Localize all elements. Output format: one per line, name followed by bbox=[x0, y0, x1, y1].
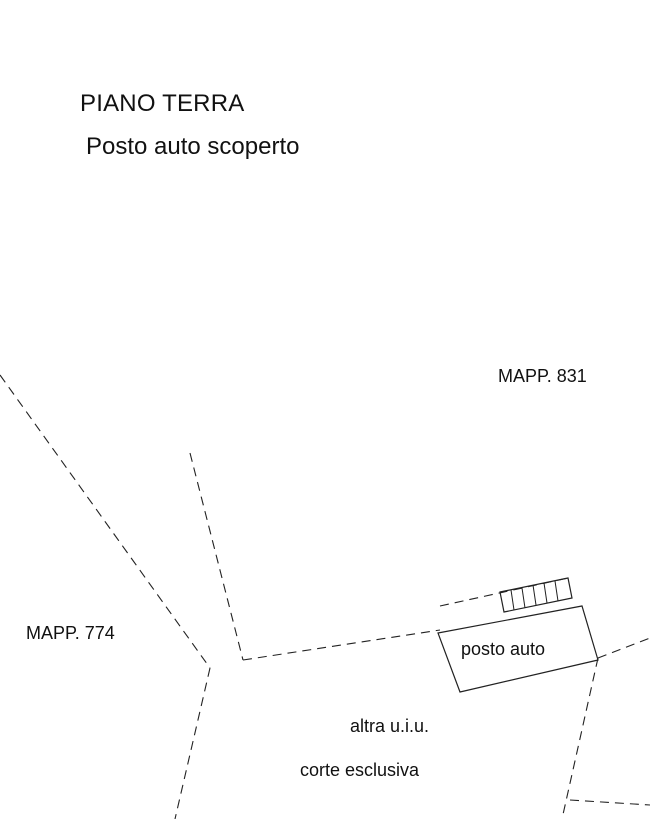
parking-space-outline bbox=[437, 605, 599, 693]
hatch-line bbox=[532, 584, 537, 606]
hatch-line bbox=[521, 587, 526, 609]
label-posto-auto: posto auto bbox=[461, 639, 546, 659]
boundary-right-lower bbox=[569, 799, 650, 806]
label-corte-esclusiva: corte esclusiva bbox=[300, 760, 420, 780]
hatch-line bbox=[554, 580, 559, 602]
boundary-right-upper bbox=[597, 637, 650, 659]
hatch-line bbox=[510, 589, 515, 611]
hatched-element-outline bbox=[499, 577, 573, 613]
label-mapp-774: MAPP. 774 bbox=[26, 623, 115, 643]
plan-subtitle: Posto auto scoperto bbox=[86, 133, 300, 160]
boundary-right-vertical bbox=[561, 657, 599, 819]
label-mapp-831: MAPP. 831 bbox=[498, 366, 587, 386]
plan-title: PIANO TERRA bbox=[80, 90, 245, 117]
boundary-mapp-831 bbox=[242, 629, 441, 661]
label-altra-uiu: altra u.i.u. bbox=[350, 716, 430, 736]
hatch-line bbox=[543, 582, 548, 604]
boundary-inner-vertical bbox=[189, 452, 244, 661]
boundary-mapp-774 bbox=[0, 374, 211, 669]
boundary-lower-left bbox=[174, 667, 211, 819]
